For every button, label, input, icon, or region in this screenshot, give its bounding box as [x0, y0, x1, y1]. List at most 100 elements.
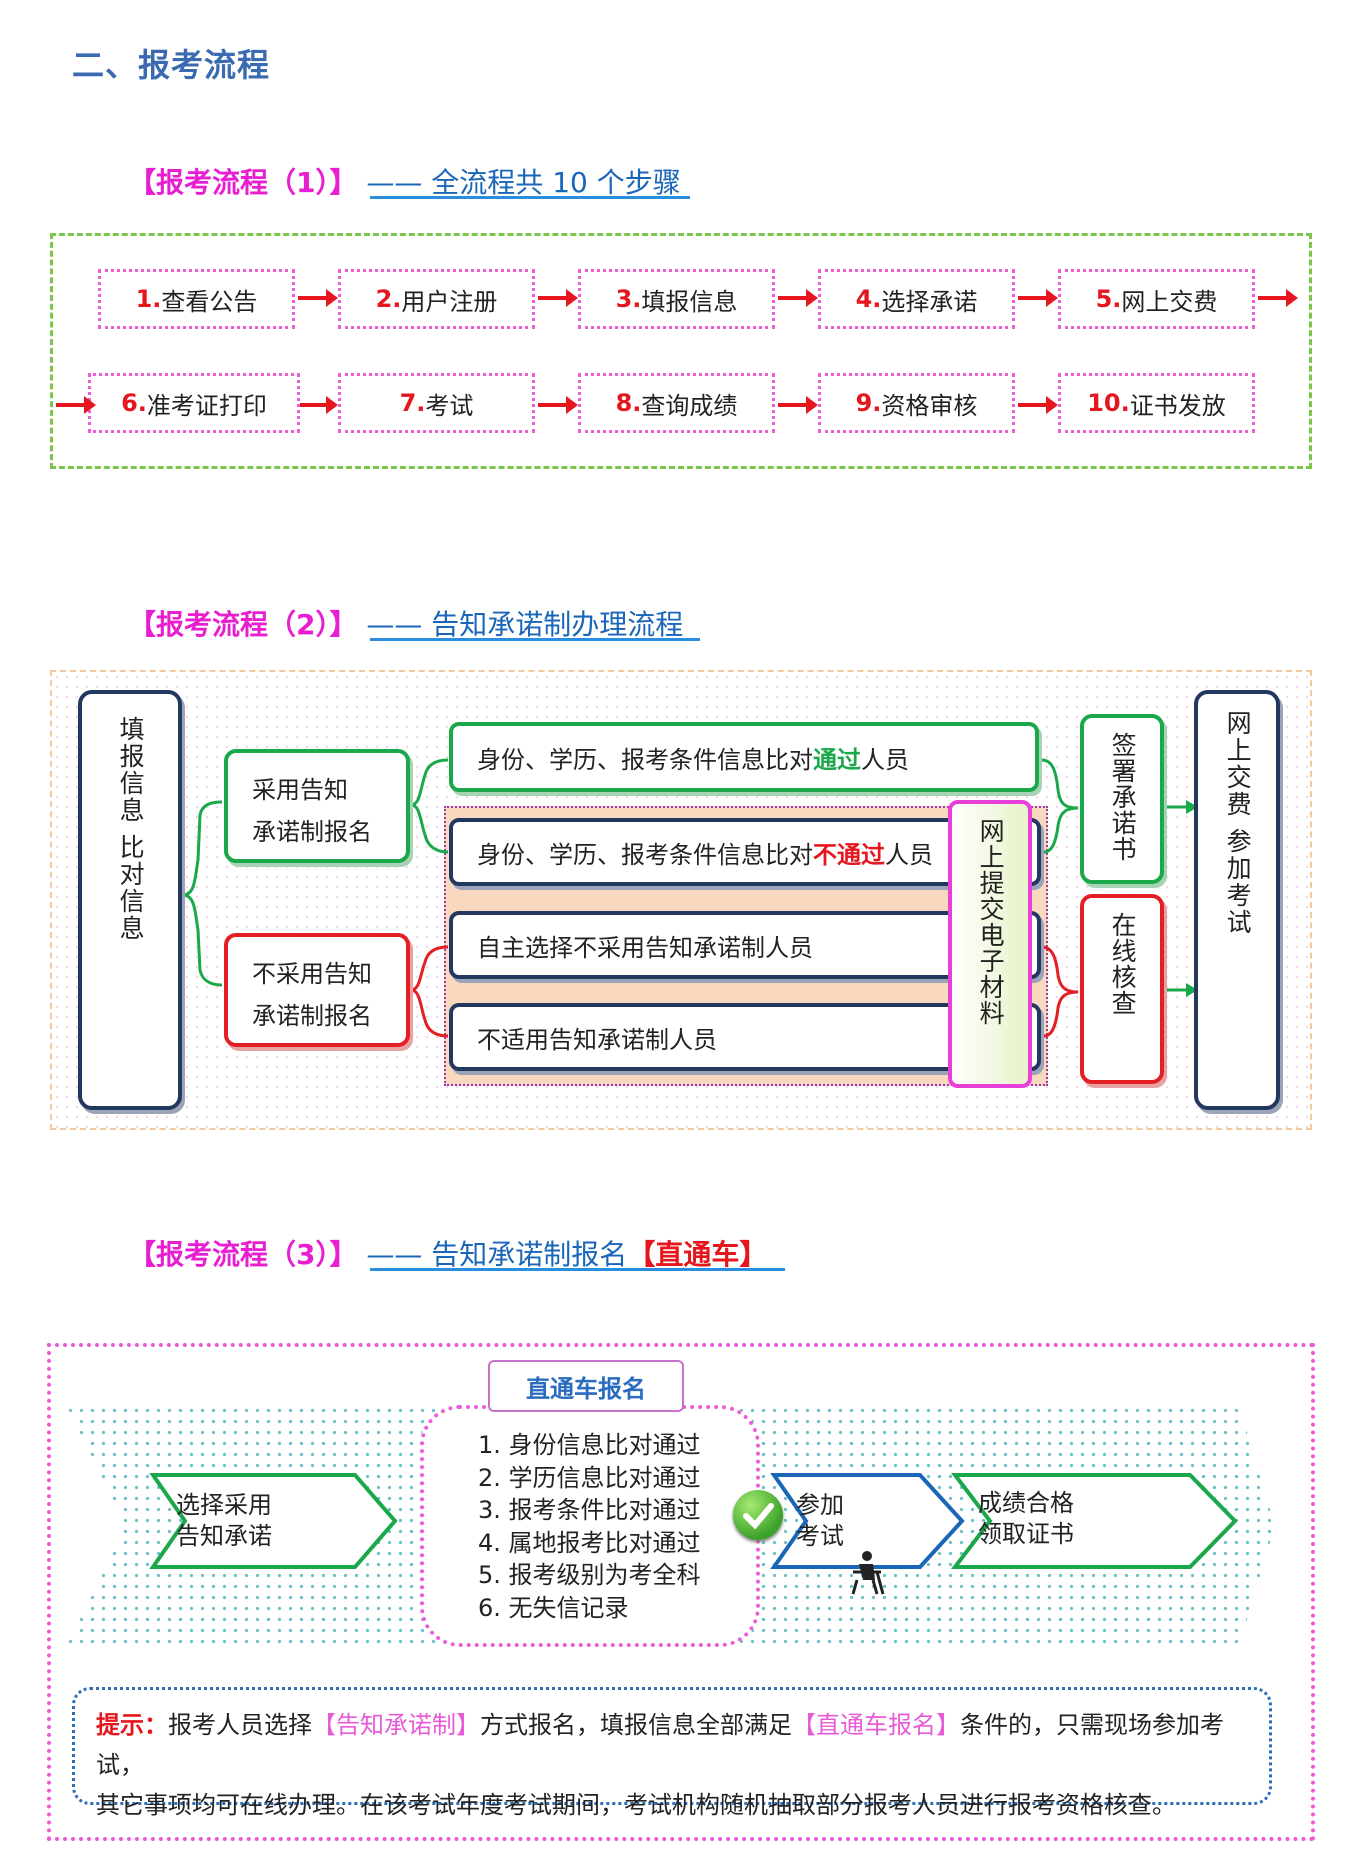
- adopt-commitment-box: 采用告知 承诺制报名: [224, 749, 410, 863]
- step-arrow-icon: [778, 289, 818, 307]
- flow2-heading: 【报考流程（2）】 —— 告知承诺制办理流程: [128, 603, 683, 643]
- condition-item: 6. 无失信记录: [478, 1593, 629, 1622]
- flow1-underline: [370, 196, 690, 199]
- pay-exam-label: 网上交费 参加考试: [1223, 710, 1253, 936]
- step-8: 8.查询成绩: [578, 373, 775, 433]
- step-9-num: 9.: [855, 389, 882, 417]
- page-title: 二、报考流程: [72, 46, 271, 84]
- flow3-heading: 【报考流程（3）】 —— 告知承诺制报名【直通车】: [128, 1233, 767, 1273]
- step-9-label: 资格审核: [881, 391, 978, 420]
- step-3-label: 填报信息: [641, 287, 738, 316]
- step-8-num: 8.: [615, 389, 642, 417]
- step-7: 7.考试: [338, 373, 535, 433]
- flow3-subtitle-red: 【直通车】: [627, 1238, 768, 1271]
- step-1-num: 1.: [135, 285, 162, 313]
- flow1-heading: 【报考流程（1）】 —— 全流程共 10 个步骤: [128, 161, 681, 201]
- step-10-label: 证书发放: [1129, 391, 1226, 420]
- row-fail-pre: 身份、学历、报考条件信息比对: [477, 840, 813, 869]
- step-3: 3.填报信息: [578, 269, 775, 329]
- step-arrow-icon: [778, 396, 818, 414]
- online-check-box: 在线核查: [1080, 894, 1164, 1084]
- step-arrow-icon: [300, 396, 338, 414]
- hint-box: [72, 1687, 1272, 1805]
- step-2: 2.用户注册: [338, 269, 535, 329]
- flow1-title: 【报考流程（1）】: [128, 166, 358, 199]
- flow2-subtitle: 告知承诺制办理流程: [431, 608, 684, 641]
- not-adopt-commitment-box: 不采用告知 承诺制报名: [224, 933, 410, 1047]
- hint-m1: 【告知承诺制】: [312, 1711, 480, 1739]
- flow2-title: 【报考流程（2）】: [128, 608, 358, 641]
- step-7-label: 考试: [425, 391, 474, 420]
- step-5-label: 网上交费: [1121, 287, 1218, 316]
- online-check-label: 在线核查: [1108, 912, 1138, 1016]
- flow3-underline: [370, 1268, 785, 1271]
- fill-info-box: 填报信息 比对信息: [78, 690, 182, 1110]
- not-adopt-line-1: 不采用告知: [252, 960, 372, 988]
- step-arrow-icon: [1018, 396, 1058, 414]
- step-arrow-icon: [538, 289, 578, 307]
- hint-m2: 【直通车报名】: [792, 1711, 960, 1739]
- pay-exam-box: 网上交费 参加考试: [1194, 690, 1280, 1110]
- row-fail: 身份、学历、报考条件信息比对不通过人员: [449, 818, 1041, 886]
- step-5: 5.网上交费: [1058, 269, 1255, 329]
- step-3-num: 3.: [615, 285, 642, 313]
- flow1-frame: [50, 233, 1312, 469]
- check-icon: [733, 1490, 783, 1540]
- step-1: 1.查看公告: [98, 269, 295, 329]
- chevron-select-commitment-label: 选择采用 告知承诺: [176, 1490, 272, 1552]
- step-7-num: 7.: [399, 389, 426, 417]
- adopt-line-2: 承诺制报名: [252, 818, 372, 846]
- not-adopt-line-2: 承诺制报名: [252, 1002, 372, 1030]
- row-self-choose-label: 自主选择不采用告知承诺制人员: [477, 933, 813, 962]
- conditions-list: 1. 身份信息比对通过 2. 学历信息比对通过 3. 报考条件比对通过 4. 属…: [478, 1429, 701, 1624]
- express-banner: 直通车报名: [488, 1360, 684, 1412]
- hint-t3: 条件的，只需现场参加考试，: [96, 1711, 1224, 1779]
- step-6-label: 准考证打印: [146, 391, 267, 420]
- step-6: 6.准考证打印: [88, 373, 300, 433]
- row-not-applicable-label: 不适用告知承诺制人员: [477, 1025, 717, 1054]
- flow3-frame: [47, 1343, 1315, 1841]
- flow2-dash: ——: [366, 608, 423, 641]
- step-5-num: 5.: [1095, 285, 1122, 313]
- hint-line-2: 其它事项均可在线办理。在该考试年度考试期间，考试机构随机抽取部分报考人员进行报考…: [96, 1791, 1176, 1819]
- step-10-num: 10.: [1087, 389, 1130, 417]
- condition-item: 1. 身份信息比对通过: [478, 1431, 701, 1459]
- flow3-title: 【报考流程（3）】: [128, 1238, 358, 1271]
- chev3-line-2: 领取证书: [978, 1520, 1074, 1548]
- step-9: 9.资格审核: [818, 373, 1015, 433]
- condition-item: 2. 学历信息比对通过: [478, 1463, 701, 1492]
- step-arrow-icon: [1258, 289, 1298, 307]
- flow3-subtitle: 告知承诺制报名: [431, 1238, 628, 1271]
- row-self-choose: 自主选择不采用告知承诺制人员: [449, 911, 1041, 979]
- submit-materials-box: 网上提交电子材料: [948, 800, 1032, 1088]
- step-4-label: 选择承诺: [881, 287, 978, 316]
- step-10: 10.证书发放: [1058, 373, 1255, 433]
- chevron-select-commitment: [149, 1473, 398, 1569]
- chev2-line-2: 考试: [796, 1522, 844, 1550]
- flow2-underline: [370, 638, 700, 641]
- row-pass-hl: 通过: [813, 745, 861, 774]
- step-arrow-icon: [298, 289, 338, 307]
- chevron-get-certificate: [950, 1473, 1238, 1569]
- row-fail-hl: 不通过: [813, 840, 885, 869]
- flow1-subtitle: 全流程共 10 个步骤: [431, 166, 681, 199]
- step-2-label: 用户注册: [401, 287, 498, 316]
- adopt-line-1: 采用告知: [252, 776, 348, 804]
- row-fail-post: 人员: [885, 840, 933, 869]
- row-not-applicable: 不适用告知承诺制人员: [449, 1003, 1041, 1071]
- sign-commitment-label: 签署承诺书: [1108, 732, 1138, 862]
- chev2-line-1: 参加: [796, 1491, 844, 1519]
- hint-label: 提示：: [96, 1711, 168, 1739]
- chevron-attend-exam-label: 参加 考试: [796, 1490, 844, 1552]
- hint-t1: 报考人员选择: [168, 1711, 312, 1739]
- hint-t2: 方式报名，填报信息全部满足: [480, 1711, 792, 1739]
- chev1-line-1: 选择采用: [176, 1491, 272, 1519]
- step-8-label: 查询成绩: [641, 391, 738, 420]
- sign-commitment-box: 签署承诺书: [1080, 714, 1164, 884]
- chev3-line-1: 成绩合格: [978, 1489, 1074, 1517]
- step-2-num: 2.: [375, 285, 402, 313]
- step-arrow-icon: [56, 396, 96, 414]
- row-pass: 身份、学历、报考条件信息比对通过人员: [449, 722, 1039, 792]
- row-pass-pre: 身份、学历、报考条件信息比对: [477, 745, 813, 774]
